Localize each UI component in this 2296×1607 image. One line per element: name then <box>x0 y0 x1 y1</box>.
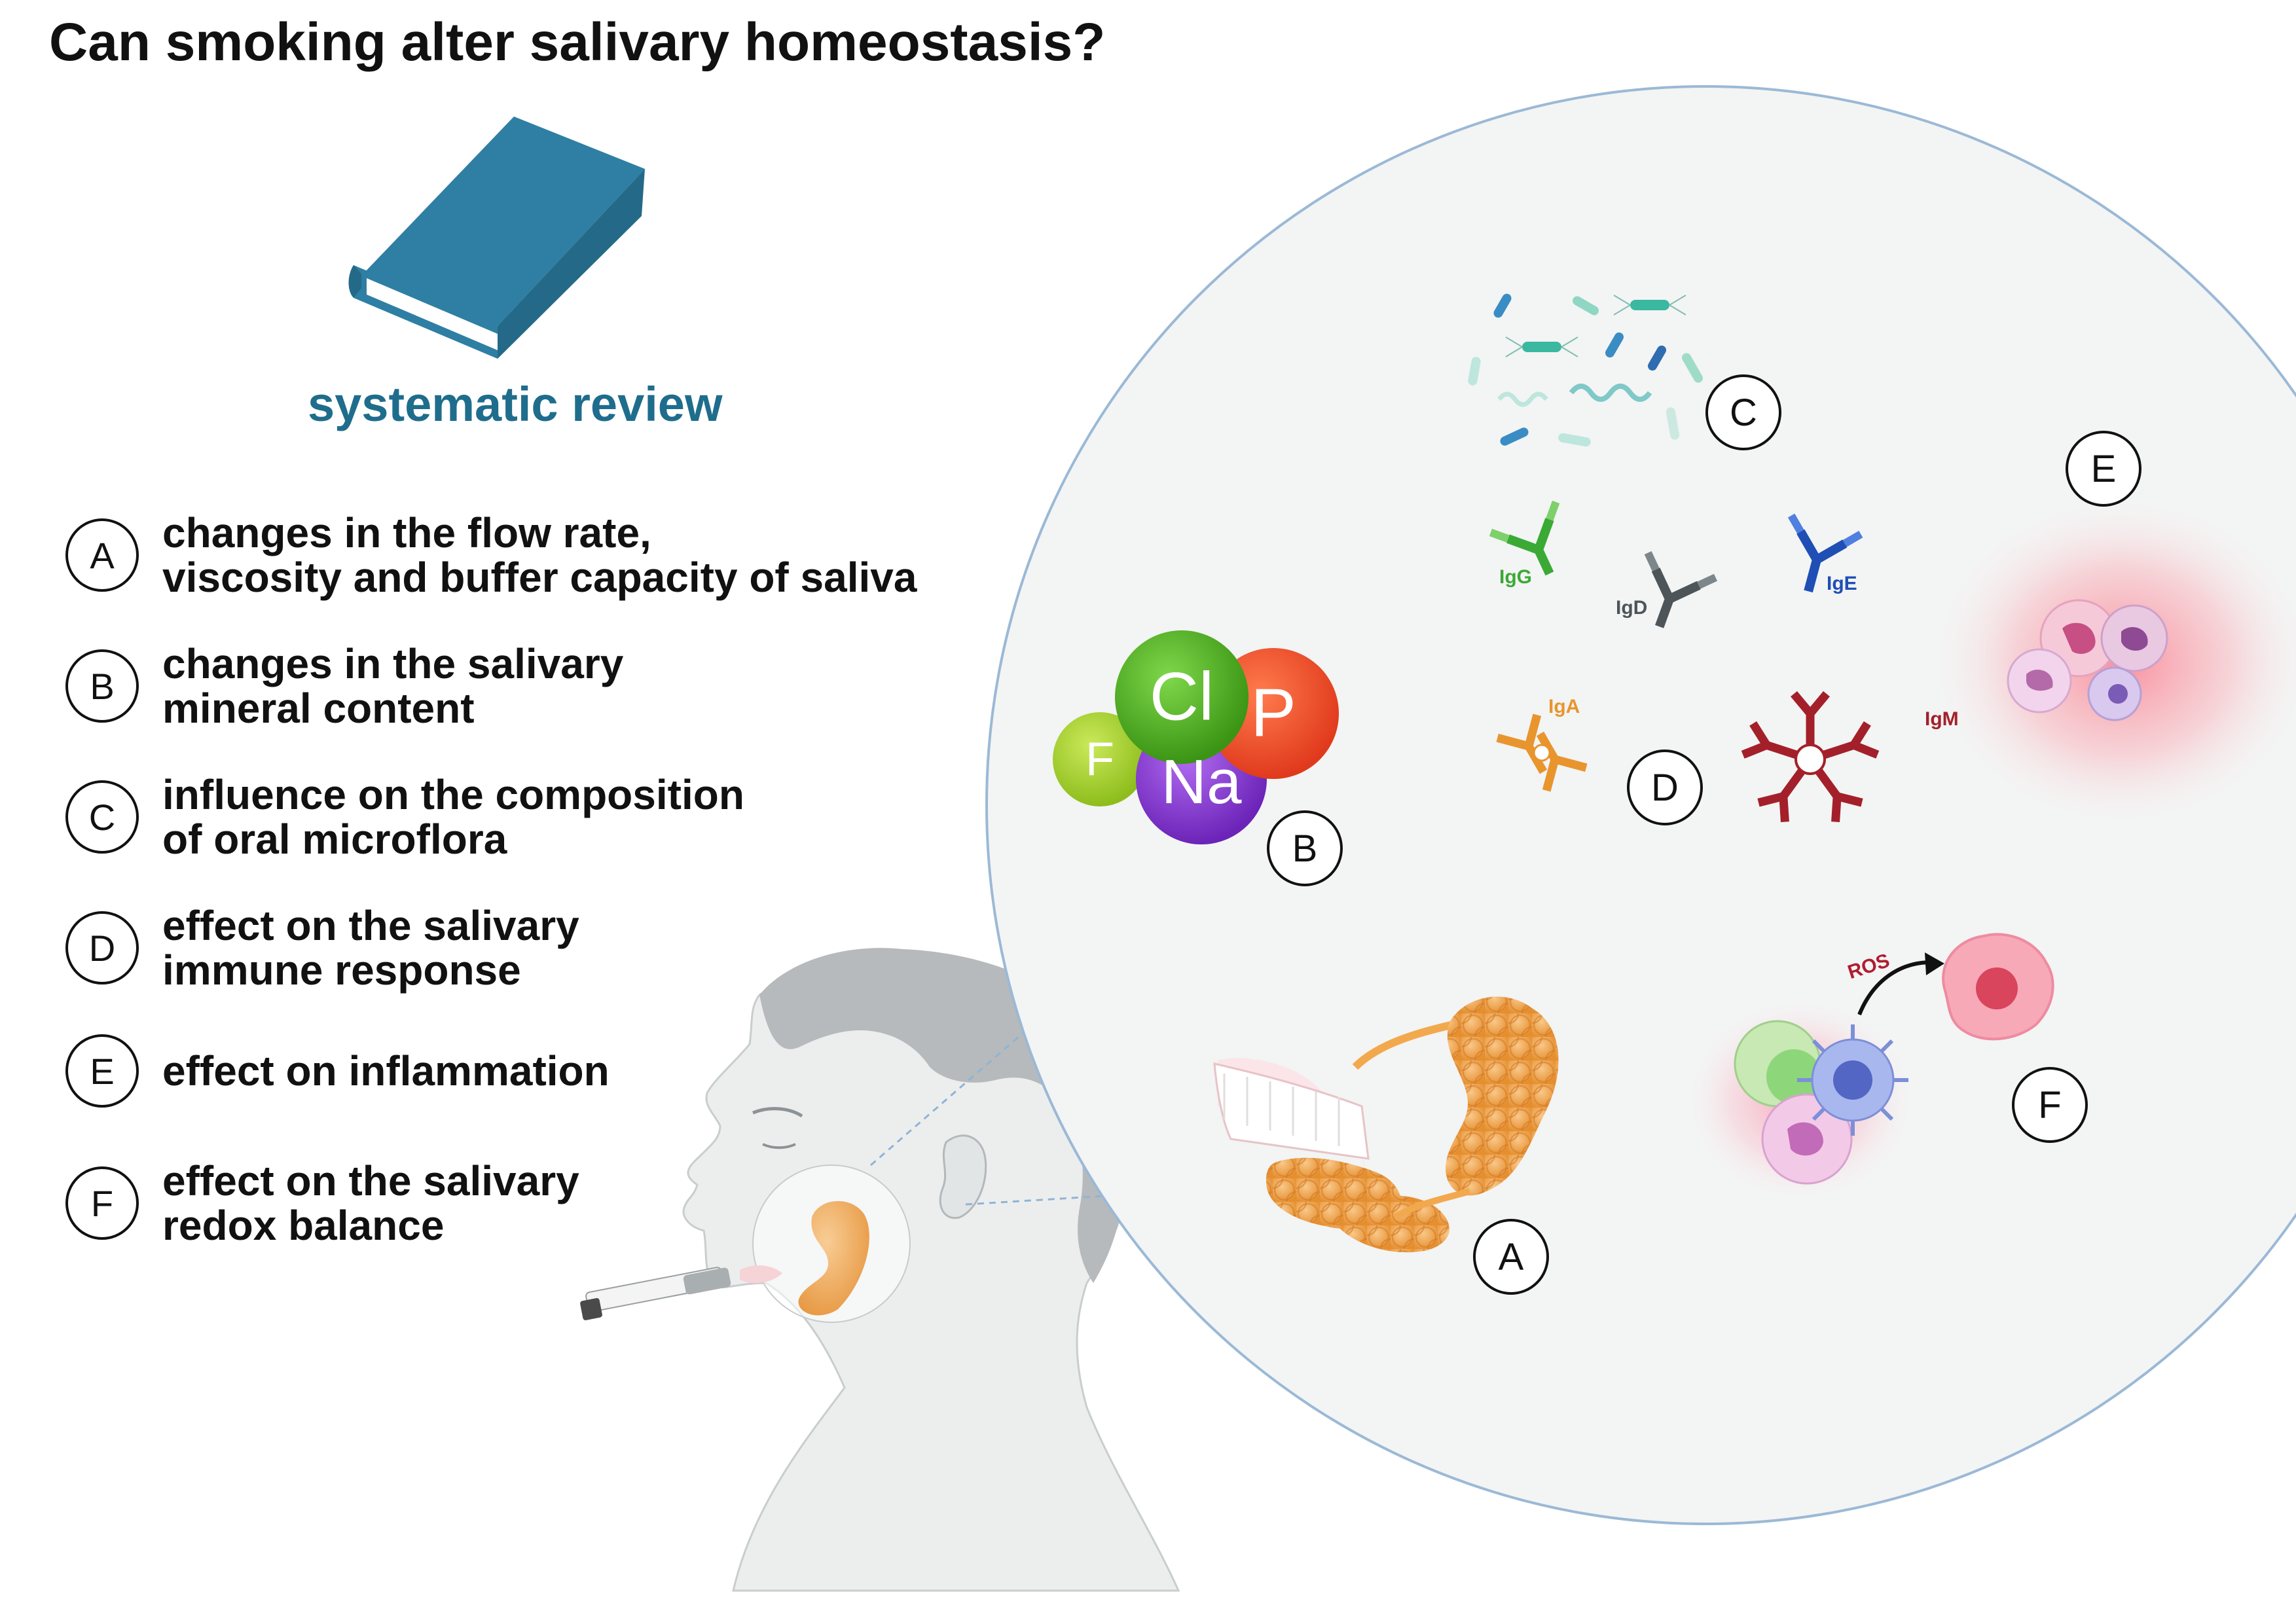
marker-a: A <box>1473 1219 1549 1295</box>
sodium-label: Na <box>1161 747 1242 817</box>
cigarette-icon <box>580 1267 731 1320</box>
igg-label: IgG <box>1499 566 1532 588</box>
legend-item-e: E effect on inflammation <box>65 1034 610 1108</box>
legend-text: influence on the composition of oral mic… <box>162 771 744 863</box>
igd-label: IgD <box>1616 597 1648 619</box>
antibody-igg <box>1489 500 1560 576</box>
legend-item-f: F effect on the salivary redox balance <box>65 1159 579 1248</box>
legend-item-a: A changes in the flow rate, viscosity an… <box>65 511 917 600</box>
ige-label: IgE <box>1827 573 1857 594</box>
legend-badge: A <box>65 518 139 592</box>
antibody-ige <box>1787 513 1863 593</box>
legend-text: changes in the salivary mineral content <box>162 640 624 732</box>
fluoride-bubble <box>1053 712 1147 806</box>
phosphorus-label: P <box>1250 675 1296 751</box>
legend-item-d: D effect on the salivary immune response <box>65 903 579 992</box>
chloride-bubble <box>1115 630 1248 764</box>
legend-badge: F <box>65 1166 139 1240</box>
book-icon <box>348 117 645 359</box>
legend-badge: B <box>65 649 139 723</box>
iga-label: IgA <box>1548 696 1580 717</box>
legend-item-b: B changes in the salivary mineral conten… <box>65 641 623 731</box>
legend-text: effect on the salivary redox balance <box>162 1157 579 1249</box>
antibody-iga <box>1496 713 1588 792</box>
legend-badge: E <box>65 1034 139 1108</box>
teeth-icon <box>1213 1062 1370 1160</box>
chloride-label: Cl <box>1149 659 1214 735</box>
antibody-igm <box>1741 691 1880 823</box>
fluoride-label: F <box>1085 733 1114 785</box>
marker-b: B <box>1267 810 1343 886</box>
bacteria-cluster <box>1468 293 1703 447</box>
legend-item-c: C influence on the composition of oral m… <box>65 772 744 861</box>
page-title: Can smoking alter salivary homeostasis? <box>49 12 1106 72</box>
legend-badge: D <box>65 911 139 984</box>
marker-e: E <box>2066 431 2141 507</box>
igm-label: IgM <box>1925 708 1959 730</box>
immune-cells-group <box>2007 599 2168 721</box>
salivary-gland-illustration <box>1213 996 1559 1253</box>
mineral-bubbles <box>1053 630 1339 844</box>
legend-text: effect on the salivary immune response <box>162 902 579 994</box>
legend-text: effect on inflammation <box>162 1047 610 1094</box>
antibody-igd <box>1644 551 1718 628</box>
marker-c: C <box>1705 374 1781 450</box>
legend-badge: C <box>65 780 139 854</box>
redox-cells <box>1734 933 2054 1185</box>
damaged-cell <box>1942 933 2054 1041</box>
legend-text: changes in the flow rate, viscosity and … <box>162 509 917 601</box>
review-label: systematic review <box>308 377 723 431</box>
marker-d: D <box>1627 749 1703 825</box>
marker-f: F <box>2012 1067 2088 1143</box>
